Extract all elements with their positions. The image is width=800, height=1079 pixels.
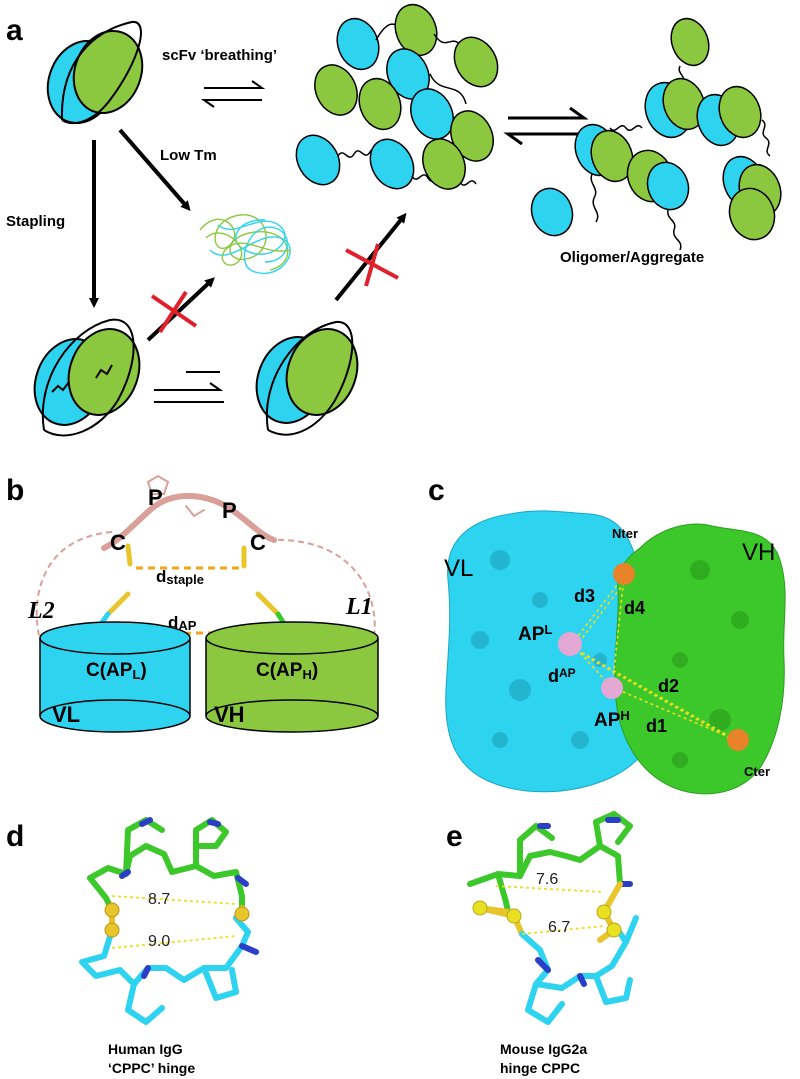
scfv-breathing-label: scFv ‘breathing’ xyxy=(162,47,277,64)
panel-d-letter: d xyxy=(6,820,24,853)
vl-cylinder xyxy=(39,621,191,733)
label-p-top: P xyxy=(148,485,163,510)
d3-label: d3 xyxy=(574,586,595,606)
breathing-scfvs xyxy=(295,3,499,190)
linker-l1 xyxy=(267,538,376,639)
dist-bottom-label: 6.7 xyxy=(548,919,570,936)
equilibrium-arrow-1 xyxy=(200,80,266,108)
panel-c: c VL VH Nter xyxy=(428,474,786,795)
c-aph-label: C(APH) xyxy=(256,660,318,682)
panel-b-letter: b xyxy=(6,474,24,507)
vh-label: VH xyxy=(214,702,245,727)
caption-d-line2: ‘CPPC’ hinge xyxy=(108,1060,195,1076)
blocked-x-2 xyxy=(345,243,399,287)
aph-atom xyxy=(601,677,623,699)
arrow-to-breathing xyxy=(334,212,407,302)
linker-l2 xyxy=(35,531,113,641)
dist-top-label: 8.7 xyxy=(148,891,170,908)
vh-surface xyxy=(614,523,786,795)
apl-atom xyxy=(558,632,582,656)
sulfur-atom xyxy=(234,906,250,922)
sulfur-atom xyxy=(104,902,120,918)
sulfur-atom xyxy=(472,900,488,916)
label-p-right: P xyxy=(222,498,237,523)
cter-label: Cter xyxy=(744,764,770,779)
hinge-structure-human xyxy=(79,817,259,1025)
scfv-stapled xyxy=(33,318,141,437)
low-tm-label: Low Tm xyxy=(160,147,217,164)
apl-label: APL xyxy=(518,622,552,645)
caption-d-line1: Human IgG xyxy=(108,1041,183,1057)
arrow-to-unfolded xyxy=(118,128,191,212)
hinge-structure-mouse xyxy=(467,811,639,1025)
cter-atom xyxy=(727,729,749,751)
label-l2: L2 xyxy=(27,598,55,624)
scfv-native xyxy=(46,21,144,125)
stapling-label: Stapling xyxy=(6,213,65,230)
panel-b: b P P C C dstaple dAP L2 L1 xyxy=(6,474,379,733)
oligomer-aggregate-label: Oligomer/Aggregate xyxy=(560,249,704,266)
vh-cylinder xyxy=(205,621,379,733)
sulfur-atom xyxy=(606,922,622,938)
surface-texture xyxy=(471,550,607,749)
d-ap-label: dAP xyxy=(168,613,197,633)
dist-line-bottom xyxy=(111,935,237,949)
dap-label: dAP xyxy=(548,666,576,686)
sulfur-atom xyxy=(506,908,522,924)
hinge-peptide xyxy=(101,474,277,551)
scfv-native-2 xyxy=(255,320,359,436)
panel-a: a scFv ‘breathing’ Low Tm Stapling xyxy=(6,3,782,437)
d4-label: d4 xyxy=(624,598,645,618)
c-vl-label: VL xyxy=(444,555,473,582)
panel-e: e 7.6 6.7 Mouse IgG2a xyxy=(446,811,639,1076)
label-c-right: C xyxy=(250,530,266,555)
d2-label: d2 xyxy=(658,676,679,696)
surface-texture-vh xyxy=(672,560,749,768)
d1-label: d1 xyxy=(646,716,667,736)
equilibrium-arrow-2 xyxy=(154,371,224,403)
nter-label: Nter xyxy=(612,526,638,541)
dist-bottom-label: 9.0 xyxy=(148,933,170,950)
nter-atom xyxy=(613,563,635,585)
c-apl-label: C(APL) xyxy=(86,660,147,682)
panel-c-letter: c xyxy=(428,474,445,507)
arrow-stapled-to-unfolded xyxy=(146,277,215,342)
vl-label: VL xyxy=(52,702,80,727)
sulfur-atom xyxy=(104,922,120,938)
blocked-x-1 xyxy=(150,290,198,334)
aph-label: APH xyxy=(594,708,630,731)
aggregate-cluster xyxy=(530,17,782,251)
panel-e-letter: e xyxy=(446,820,463,853)
label-l1: L1 xyxy=(345,594,373,620)
caption-e-line2: hinge CPPC xyxy=(500,1060,580,1076)
dist-line-top xyxy=(111,895,237,905)
equilibrium-arrow-3 xyxy=(503,106,589,146)
label-c-left: C xyxy=(110,530,126,555)
c-vh-label: VH xyxy=(742,539,775,566)
sulfur-atom xyxy=(596,904,612,920)
panel-a-letter: a xyxy=(6,14,23,47)
dist-top-label: 7.6 xyxy=(536,871,558,888)
unfolded-tangle xyxy=(199,214,291,275)
panel-d: d 8.7 9.0 Human I xyxy=(6,817,259,1076)
caption-e-line1: Mouse IgG2a xyxy=(500,1041,587,1057)
dist-line-bottom xyxy=(521,925,605,935)
d-staple-label: dstaple xyxy=(156,567,204,587)
